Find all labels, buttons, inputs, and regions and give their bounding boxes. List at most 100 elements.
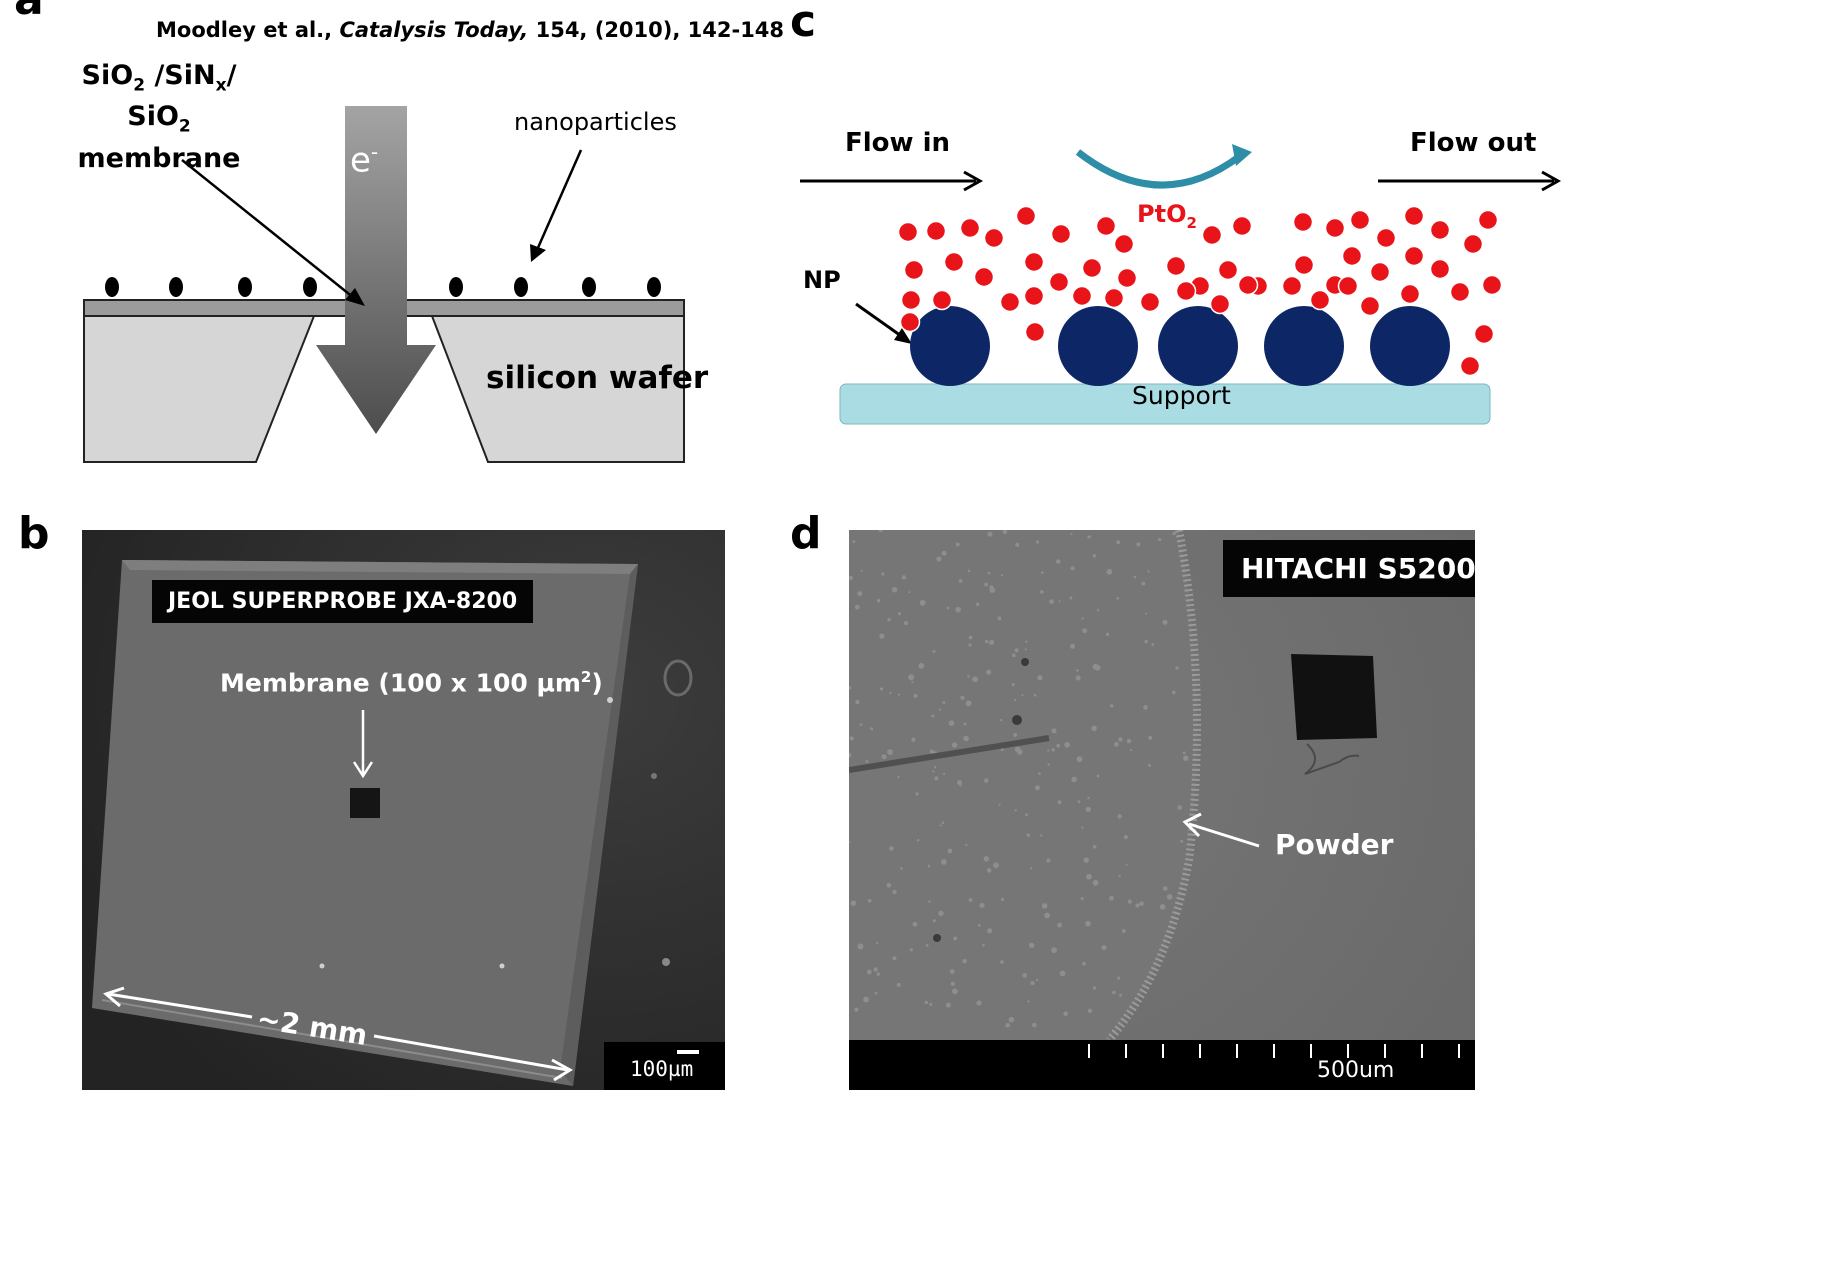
powder-speck (1182, 751, 1186, 755)
pto2-particle (1081, 257, 1103, 279)
powder-speck (1126, 738, 1132, 744)
powder-speck (896, 982, 901, 988)
cycle-arrow (1075, 149, 1243, 189)
powder-speck (1082, 628, 1088, 634)
sem-image-d-drawing (849, 530, 1475, 1090)
powder-speck (938, 910, 944, 917)
instrument-label-d: HITACHI S5200 (1223, 540, 1475, 597)
powder-speck (1040, 571, 1044, 574)
scale-label-b: 100µm (630, 1057, 694, 1081)
powder-speck (1026, 833, 1031, 837)
powder-speck (957, 780, 963, 786)
powder-speck (1076, 756, 1083, 763)
support-label: Support (1132, 381, 1231, 410)
pto2-particle (1023, 251, 1045, 273)
powder-speck (1159, 904, 1166, 910)
powder-speck (1013, 733, 1018, 737)
powder-speck (1081, 826, 1084, 829)
powder-speck (1081, 617, 1084, 620)
powder-speck (932, 649, 936, 653)
powder-speck (1166, 894, 1173, 900)
pto2-particle (903, 259, 925, 281)
powder-speck (1040, 590, 1044, 594)
powder-speck (1008, 1016, 1015, 1023)
powder-speck (983, 778, 989, 783)
pto2-particle (1449, 281, 1471, 303)
membrane-label: SiO2 /SiNx/ SiO2 membrane (46, 60, 272, 175)
citation: Moodley et al., Catalysis Today, 154, (2… (156, 18, 784, 42)
powder-speck (984, 582, 989, 587)
powder-speck (897, 775, 900, 779)
scale-ticks (1088, 1044, 1460, 1058)
powder-speck (987, 928, 993, 934)
powder-arrow-line (1188, 822, 1260, 848)
membrane-size-label: Membrane (100 x 100 µm2) (220, 668, 603, 698)
powder-speck (1085, 920, 1091, 927)
pto2-particle (1341, 245, 1363, 267)
powder-speck (925, 943, 929, 947)
sem-image-d: HITACHI S5200 Powder 500um (849, 530, 1475, 1090)
powder-speck (967, 675, 970, 678)
np-arrow-line (855, 302, 905, 340)
powder-speck (1029, 867, 1033, 870)
pto2-particle (900, 289, 922, 311)
powder-speck (955, 606, 961, 613)
powder-speck (982, 943, 985, 947)
powder-speck (889, 846, 894, 851)
flow-out-arrow-head (1541, 170, 1562, 192)
membrane-label-line1: SiO2 /SiNx/ SiO2 (81, 60, 237, 137)
silicon-wafer-left (83, 315, 316, 463)
powder-speck (1037, 675, 1043, 681)
powder-speck (1113, 742, 1119, 747)
powder-speck (1014, 809, 1017, 812)
np-arrow-head (894, 328, 912, 344)
powder-speck (1014, 648, 1019, 653)
pto2-particle (1399, 283, 1421, 305)
powder-speck (1056, 559, 1061, 564)
instrument-label-b: JEOL SUPERPROBE JXA-8200 (152, 580, 534, 623)
pto2-particle (1113, 233, 1135, 255)
powder-speck (1058, 600, 1061, 603)
powder-speck (1092, 554, 1097, 558)
pto2-particle (1324, 217, 1346, 239)
powder-speck (859, 723, 863, 726)
powder-speck (986, 868, 992, 873)
powder-speck (909, 948, 913, 952)
powder-speck (1076, 669, 1079, 672)
powder-speck (1070, 532, 1073, 535)
powder-speck (1035, 540, 1040, 544)
powder-speck (901, 575, 907, 580)
powder-speck (1101, 945, 1107, 951)
powder-speck (1025, 640, 1028, 643)
citation-authors: Moodley et al., (156, 18, 340, 42)
pto2-particle (1237, 274, 1259, 296)
powder-speck (1125, 863, 1128, 866)
powder-speck (1158, 538, 1162, 542)
chip (92, 560, 638, 1086)
powder-speck (1092, 845, 1097, 849)
powder-speck (1092, 879, 1099, 886)
pto2-particle (899, 311, 921, 333)
panel-letter-d: d (790, 508, 822, 559)
powder-speck (1059, 970, 1066, 977)
powder-speck (879, 687, 884, 691)
powder-speck (1162, 619, 1168, 625)
powder-speck (1000, 960, 1004, 964)
powder-speck (1123, 835, 1129, 840)
pto2-particle (1429, 258, 1451, 280)
powder-speck (1091, 725, 1097, 732)
panel-letter-c: c (790, 0, 817, 47)
nanoparticle (238, 277, 252, 297)
powder-speck (1022, 973, 1027, 978)
powder-speck (1030, 980, 1035, 986)
pto2-particle (999, 291, 1021, 313)
powder-speck (1000, 748, 1004, 752)
powder-speck (881, 754, 887, 760)
powder-speck (1086, 873, 1092, 880)
powder-speck (1116, 596, 1120, 600)
powder-arrow-head (1182, 812, 1202, 838)
powder-speck (1069, 596, 1073, 600)
powder-speck (1096, 608, 1100, 612)
powder-speck (1000, 897, 1005, 902)
powder-speck (911, 737, 916, 742)
